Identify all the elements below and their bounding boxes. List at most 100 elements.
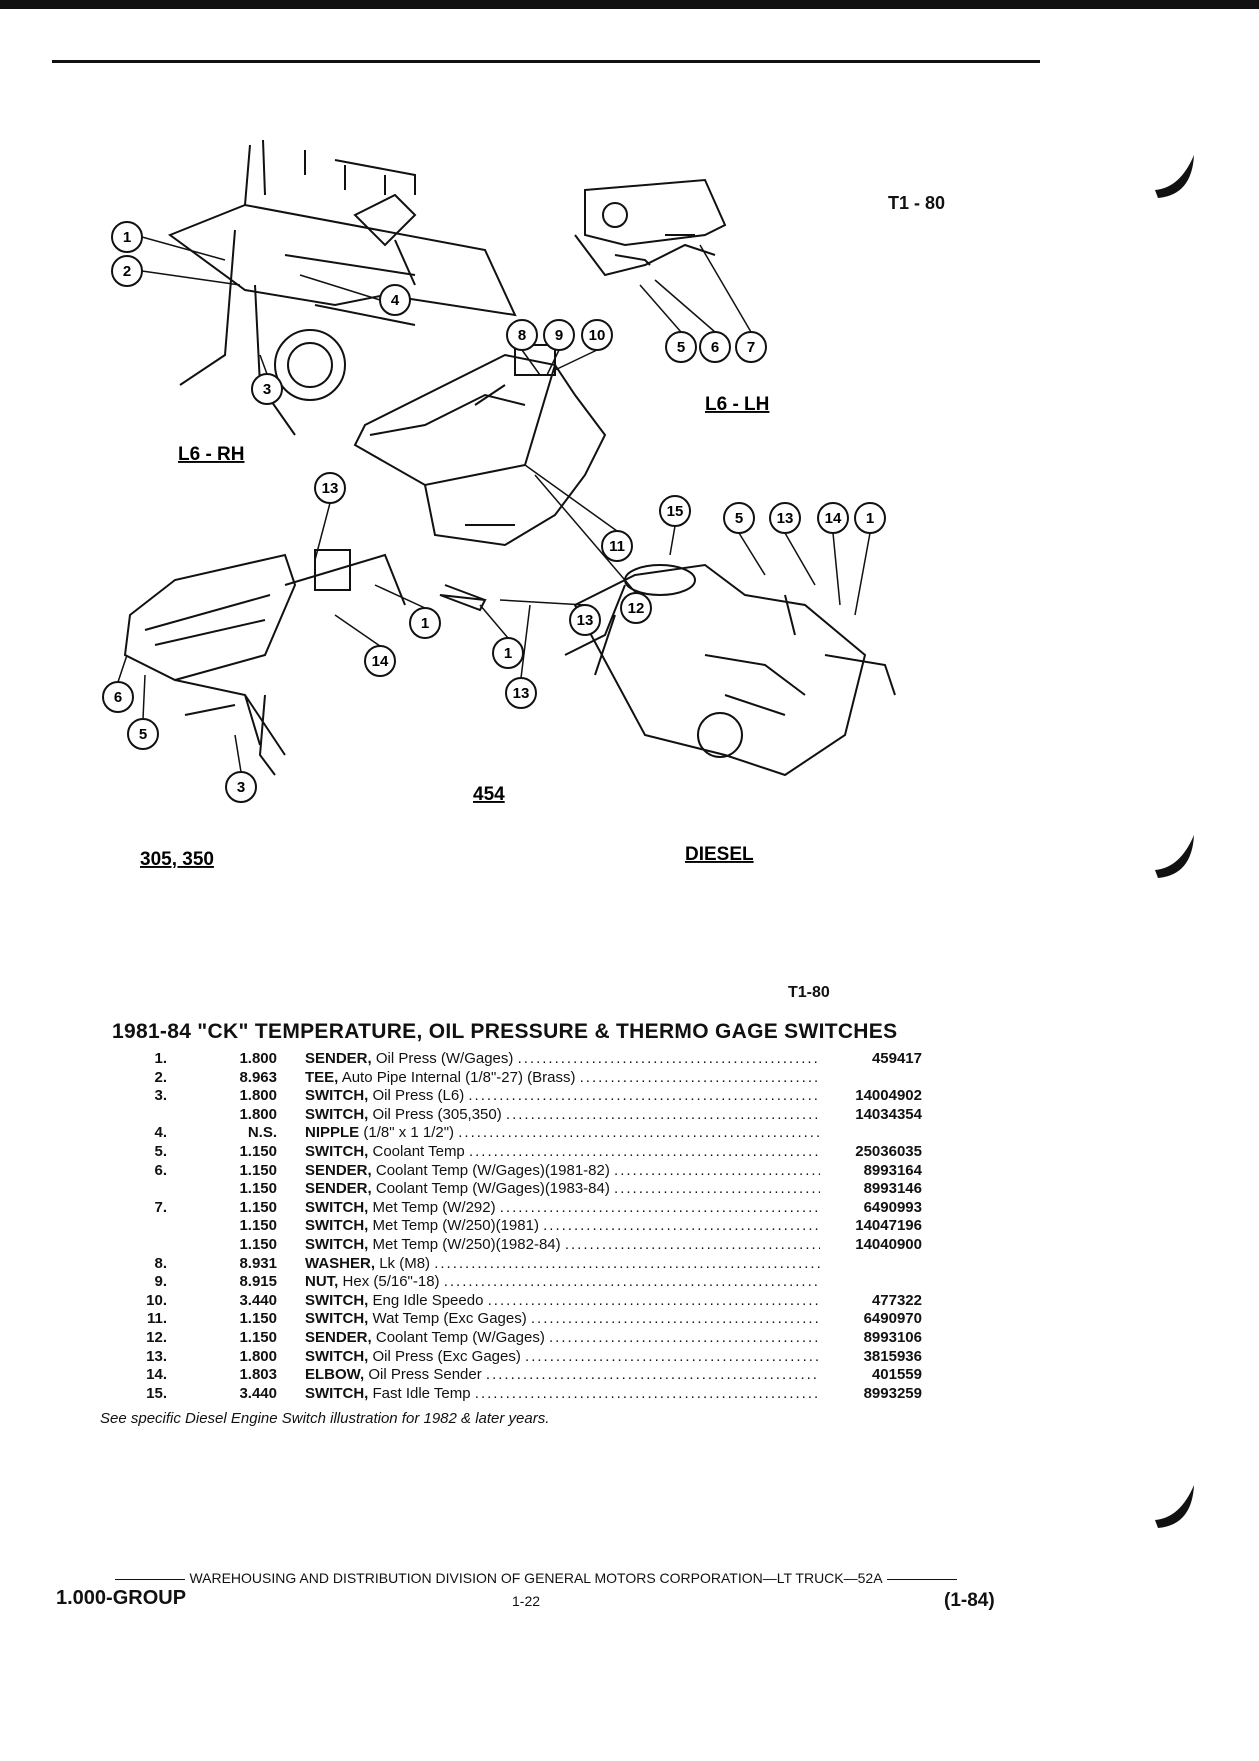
part-description: NUT, Hex (5/16"-18) ....................… (305, 1273, 820, 1291)
leader-dots: ........................................… (549, 1328, 820, 1346)
footer-division-text: WAREHOUSING AND DISTRIBUTION DIVISION OF… (189, 1570, 883, 1586)
leader-dots: ........................................… (614, 1180, 820, 1198)
svg-text:14: 14 (372, 653, 389, 670)
parts-row: 3. 1.800 SWITCH, Oil Press (L6) ..........… (112, 1087, 922, 1106)
part-detail: Lk (M8) (379, 1254, 431, 1272)
part-description: SWITCH, Met Temp (W/250)(1982-84) ......… (305, 1236, 820, 1254)
part-detail: Coolant Temp (372, 1142, 465, 1160)
svg-text:13: 13 (577, 612, 594, 629)
leader-dots: ........................................… (579, 1068, 820, 1086)
part-description: SWITCH, Wat Temp (Exc Gages) ...........… (305, 1310, 820, 1328)
part-description: WASHER, Lk (M8) ........................… (305, 1255, 820, 1273)
part-name: SWITCH, (305, 1198, 369, 1216)
svg-text:1: 1 (421, 615, 429, 632)
part-description: SWITCH, Eng Idle Speedo ................… (305, 1292, 820, 1310)
svg-text:3: 3 (237, 779, 245, 796)
svg-text:9: 9 (555, 327, 563, 344)
svg-text:5: 5 (677, 339, 685, 356)
leader-dots: ........................................… (468, 1087, 820, 1105)
part-number: 6490993 (863, 1198, 922, 1216)
leader-dots: ........................................… (485, 1366, 820, 1384)
part-group-number: 8.915 (239, 1273, 277, 1291)
part-group-number: 1.150 (239, 1310, 277, 1328)
part-callout-number: 3. (154, 1087, 167, 1105)
part-name: SWITCH, (305, 1347, 369, 1365)
header-rule (52, 60, 1040, 63)
part-description: SENDER, Oil Press (W/Gages) ............… (305, 1050, 820, 1068)
top-border-bar (0, 0, 1259, 9)
part-group-number: 1.150 (239, 1180, 277, 1198)
engine-label-305-350: 305, 350 (140, 849, 214, 870)
leader-dots: ........................................… (517, 1050, 820, 1067)
part-name: SENDER, (305, 1050, 372, 1067)
leader-dots: ........................................… (499, 1198, 820, 1216)
leader-dots: ........................................… (614, 1161, 820, 1179)
part-callout-number: 6. (154, 1161, 167, 1179)
part-detail: Met Temp (W/250)(1981) (372, 1217, 539, 1235)
part-name: SENDER, (305, 1328, 372, 1346)
binder-hole-mark-top (1155, 155, 1194, 198)
parts-row: 1.150 SENDER, Coolant Temp (W/Gages)(1983… (112, 1180, 922, 1199)
engine-labels: L6 - RH L6 - LH 454 305, 350 DIESEL (140, 394, 769, 870)
part-name: SENDER, (305, 1180, 372, 1198)
part-name: SENDER, (305, 1161, 372, 1179)
leader-dots: ........................................… (487, 1291, 820, 1309)
leader-dots: ........................................… (443, 1273, 820, 1291)
part-detail: Coolant Temp (W/Gages)(1983-84) (375, 1180, 610, 1198)
part-detail: (1/8" x 1 1/2") (363, 1124, 455, 1142)
leader-dots: ........................................… (525, 1347, 820, 1365)
part-group-number: 1.803 (239, 1366, 277, 1384)
part-group-number: 1.150 (239, 1161, 277, 1179)
part-number: 8993164 (863, 1161, 922, 1179)
engine-label-l6-rh: L6 - RH (178, 444, 245, 465)
svg-text:6: 6 (711, 339, 719, 356)
part-detail: Oil Press (L6) (372, 1087, 465, 1105)
part-group-number: 1.800 (239, 1087, 277, 1105)
leader-dots: ........................................… (458, 1124, 820, 1142)
svg-text:13: 13 (777, 510, 794, 527)
part-name: NIPPLE (305, 1124, 360, 1142)
part-detail: Oil Press (W/Gages) (375, 1050, 514, 1067)
part-group-number: 1.150 (239, 1217, 277, 1235)
part-group-number: 1.800 (239, 1347, 277, 1365)
part-name: NUT, (305, 1273, 339, 1291)
part-callout-number: 10. (146, 1291, 167, 1309)
part-description: SENDER, Coolant Temp (W/Gages) .........… (305, 1329, 820, 1347)
parts-row: 4.N.S.NIPPLE (1/8" x 1 1/2") ...........… (112, 1124, 922, 1143)
part-number: 14034354 (855, 1105, 922, 1123)
part-name: SWITCH, (305, 1291, 369, 1309)
svg-text:11: 11 (609, 538, 625, 555)
part-detail: Eng Idle Speedo (372, 1291, 484, 1309)
part-detail: Coolant Temp (W/Gages)(1981-82) (375, 1161, 610, 1179)
part-number: 6490970 (863, 1310, 922, 1328)
part-name: SWITCH, (305, 1087, 369, 1105)
part-callout-number: 1. (154, 1050, 167, 1067)
part-description: SWITCH, Oil Press (L6) .................… (305, 1087, 820, 1105)
part-description: SENDER, Coolant Temp (W/Gages)(1983-84) … (305, 1180, 820, 1198)
part-group-number: 3.440 (239, 1384, 277, 1402)
part-number: 3815936 (863, 1347, 922, 1365)
part-name: SWITCH, (305, 1384, 369, 1402)
part-group-number: 8.931 (239, 1254, 277, 1272)
part-detail: Auto Pipe Internal (1/8"-27) (Brass) (341, 1068, 576, 1086)
part-description: ELBOW, Oil Press Sender ................… (305, 1366, 820, 1384)
leader-dots: ........................................… (434, 1254, 820, 1272)
leader-lines (117, 236, 871, 773)
part-group-number: 1.800 (239, 1050, 277, 1067)
footnote: See specific Diesel Engine Switch illust… (100, 1410, 550, 1427)
part-number: 401559 (871, 1366, 922, 1384)
svg-text:10: 10 (589, 327, 606, 344)
part-callout-number: 15. (146, 1384, 167, 1402)
part-name: SWITCH, (305, 1235, 369, 1253)
part-number: 459417 (871, 1050, 922, 1067)
part-number: 8993259 (863, 1384, 922, 1402)
part-detail: Coolant Temp (W/Gages) (375, 1328, 545, 1346)
